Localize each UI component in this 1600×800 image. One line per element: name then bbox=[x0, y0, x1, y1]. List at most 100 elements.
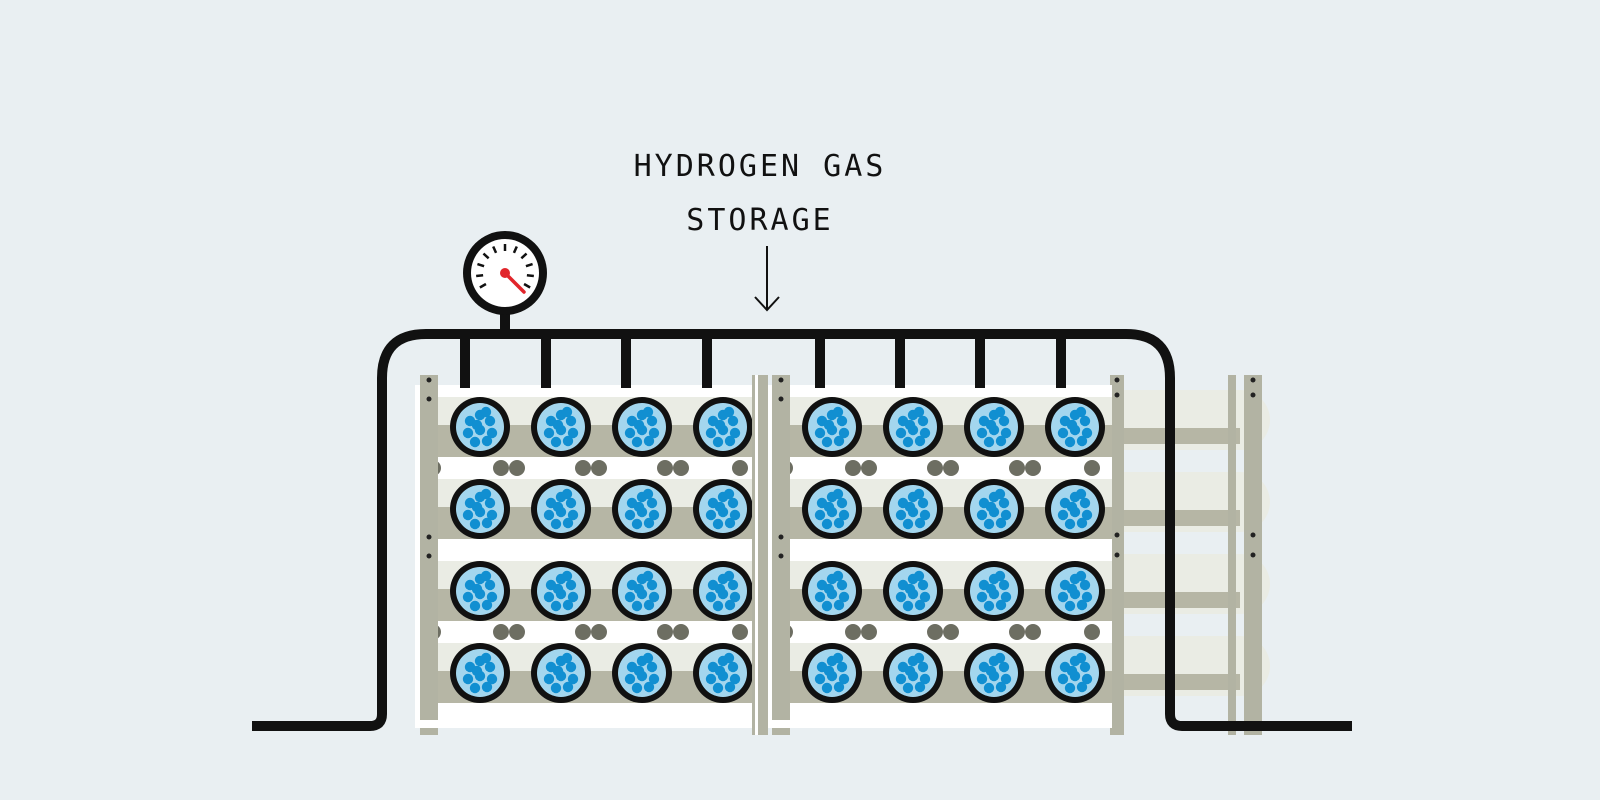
h2-molecule bbox=[727, 497, 739, 509]
h2-molecule bbox=[1081, 509, 1093, 521]
h2-molecule bbox=[462, 427, 474, 439]
h2-molecule bbox=[642, 406, 654, 418]
rack-unit bbox=[415, 375, 760, 735]
h2-molecule bbox=[642, 488, 654, 500]
down-arrow-icon bbox=[754, 246, 780, 312]
gas-pipeline bbox=[252, 310, 1352, 731]
h2-molecule bbox=[486, 427, 498, 439]
h2-molecule bbox=[462, 591, 474, 603]
h2-molecule bbox=[729, 427, 741, 439]
h2-molecule bbox=[1064, 682, 1076, 694]
hydrogen-cylinder-icon bbox=[964, 561, 1024, 621]
h2-molecule bbox=[643, 435, 655, 447]
valve bbox=[493, 624, 509, 640]
h2-molecule bbox=[481, 681, 493, 693]
h2-molecule bbox=[995, 435, 1007, 447]
h2-molecule bbox=[995, 517, 1007, 529]
rack-base bbox=[415, 720, 760, 728]
h2-molecule bbox=[832, 488, 844, 500]
h2-molecule bbox=[712, 600, 724, 612]
h2-molecule bbox=[919, 427, 931, 439]
h2-molecule bbox=[471, 665, 483, 677]
h2-molecule bbox=[1000, 673, 1012, 685]
valve bbox=[591, 624, 607, 640]
h2-molecule bbox=[895, 427, 907, 439]
rack-base bbox=[767, 720, 1112, 728]
h2-molecule bbox=[983, 682, 995, 694]
h2-molecule bbox=[823, 665, 835, 677]
hydrogen-cylinder-icon bbox=[802, 561, 862, 621]
h2-molecule bbox=[561, 488, 573, 500]
h2-molecule bbox=[705, 509, 717, 521]
h2-molecule bbox=[836, 497, 848, 509]
h2-molecule bbox=[976, 427, 988, 439]
h2-molecule bbox=[902, 600, 914, 612]
h2-molecule bbox=[919, 509, 931, 521]
storage-racks bbox=[415, 375, 1112, 735]
h2-molecule bbox=[480, 406, 492, 418]
h2-molecule bbox=[994, 570, 1006, 582]
h2-molecule bbox=[904, 665, 916, 677]
h2-molecule bbox=[643, 681, 655, 693]
valve bbox=[943, 460, 959, 476]
gauge-tick bbox=[512, 245, 518, 254]
h2-molecule bbox=[642, 652, 654, 664]
rear-cylinder-band bbox=[1120, 428, 1240, 444]
h2-molecule bbox=[821, 600, 833, 612]
h2-molecule bbox=[543, 591, 555, 603]
h2-molecule bbox=[723, 570, 735, 582]
gauge-tick bbox=[523, 282, 531, 289]
hydrogen-cylinder-icon bbox=[802, 397, 862, 457]
h2-molecule bbox=[913, 406, 925, 418]
h2-molecule bbox=[1076, 681, 1088, 693]
hydrogen-cylinder-icon bbox=[883, 643, 943, 703]
h2-molecule bbox=[995, 599, 1007, 611]
h2-molecule bbox=[1075, 570, 1087, 582]
h2-molecule bbox=[469, 436, 481, 448]
h2-molecule bbox=[471, 583, 483, 595]
gauge-tick bbox=[525, 262, 533, 268]
valve bbox=[575, 460, 591, 476]
bolt bbox=[426, 534, 432, 540]
h2-molecule bbox=[486, 591, 498, 603]
gauge-tick bbox=[477, 262, 485, 268]
rear-cylinder-band bbox=[1120, 674, 1240, 690]
h2-molecule bbox=[994, 488, 1006, 500]
h2-molecule bbox=[480, 652, 492, 664]
h2-molecule bbox=[985, 583, 997, 595]
valve bbox=[927, 624, 943, 640]
h2-molecule bbox=[998, 415, 1010, 427]
h2-molecule bbox=[631, 436, 643, 448]
h2-molecule bbox=[567, 673, 579, 685]
h2-molecule bbox=[543, 673, 555, 685]
bolt bbox=[426, 553, 432, 559]
rack-shelf bbox=[415, 544, 760, 552]
hydrogen-cylinder-icon bbox=[883, 561, 943, 621]
h2-molecule bbox=[469, 682, 481, 694]
h2-molecule bbox=[1057, 673, 1069, 685]
h2-molecule bbox=[646, 497, 658, 509]
h2-molecule bbox=[462, 509, 474, 521]
h2-molecule bbox=[1079, 661, 1091, 673]
hydrogen-cylinder-icon bbox=[450, 561, 510, 621]
h2-molecule bbox=[550, 436, 562, 448]
h2-molecule bbox=[714, 419, 726, 431]
h2-molecule bbox=[1057, 427, 1069, 439]
h2-molecule bbox=[648, 591, 660, 603]
h2-molecule bbox=[917, 497, 929, 509]
h2-molecule bbox=[1064, 436, 1076, 448]
bolt bbox=[1250, 392, 1256, 398]
h2-molecule bbox=[1076, 517, 1088, 529]
h2-molecule bbox=[550, 518, 562, 530]
h2-molecule bbox=[723, 406, 735, 418]
h2-molecule bbox=[712, 518, 724, 530]
diagram-label: HYDROGEN GAS STORAGE bbox=[560, 140, 960, 248]
h2-molecule bbox=[994, 406, 1006, 418]
hydrogen-cylinder-icon bbox=[612, 479, 672, 539]
h2-molecule bbox=[486, 673, 498, 685]
h2-molecule bbox=[562, 435, 574, 447]
rear-cylinder-band bbox=[1120, 510, 1240, 526]
h2-molecule bbox=[904, 583, 916, 595]
valve bbox=[1084, 624, 1100, 640]
h2-molecule bbox=[705, 427, 717, 439]
